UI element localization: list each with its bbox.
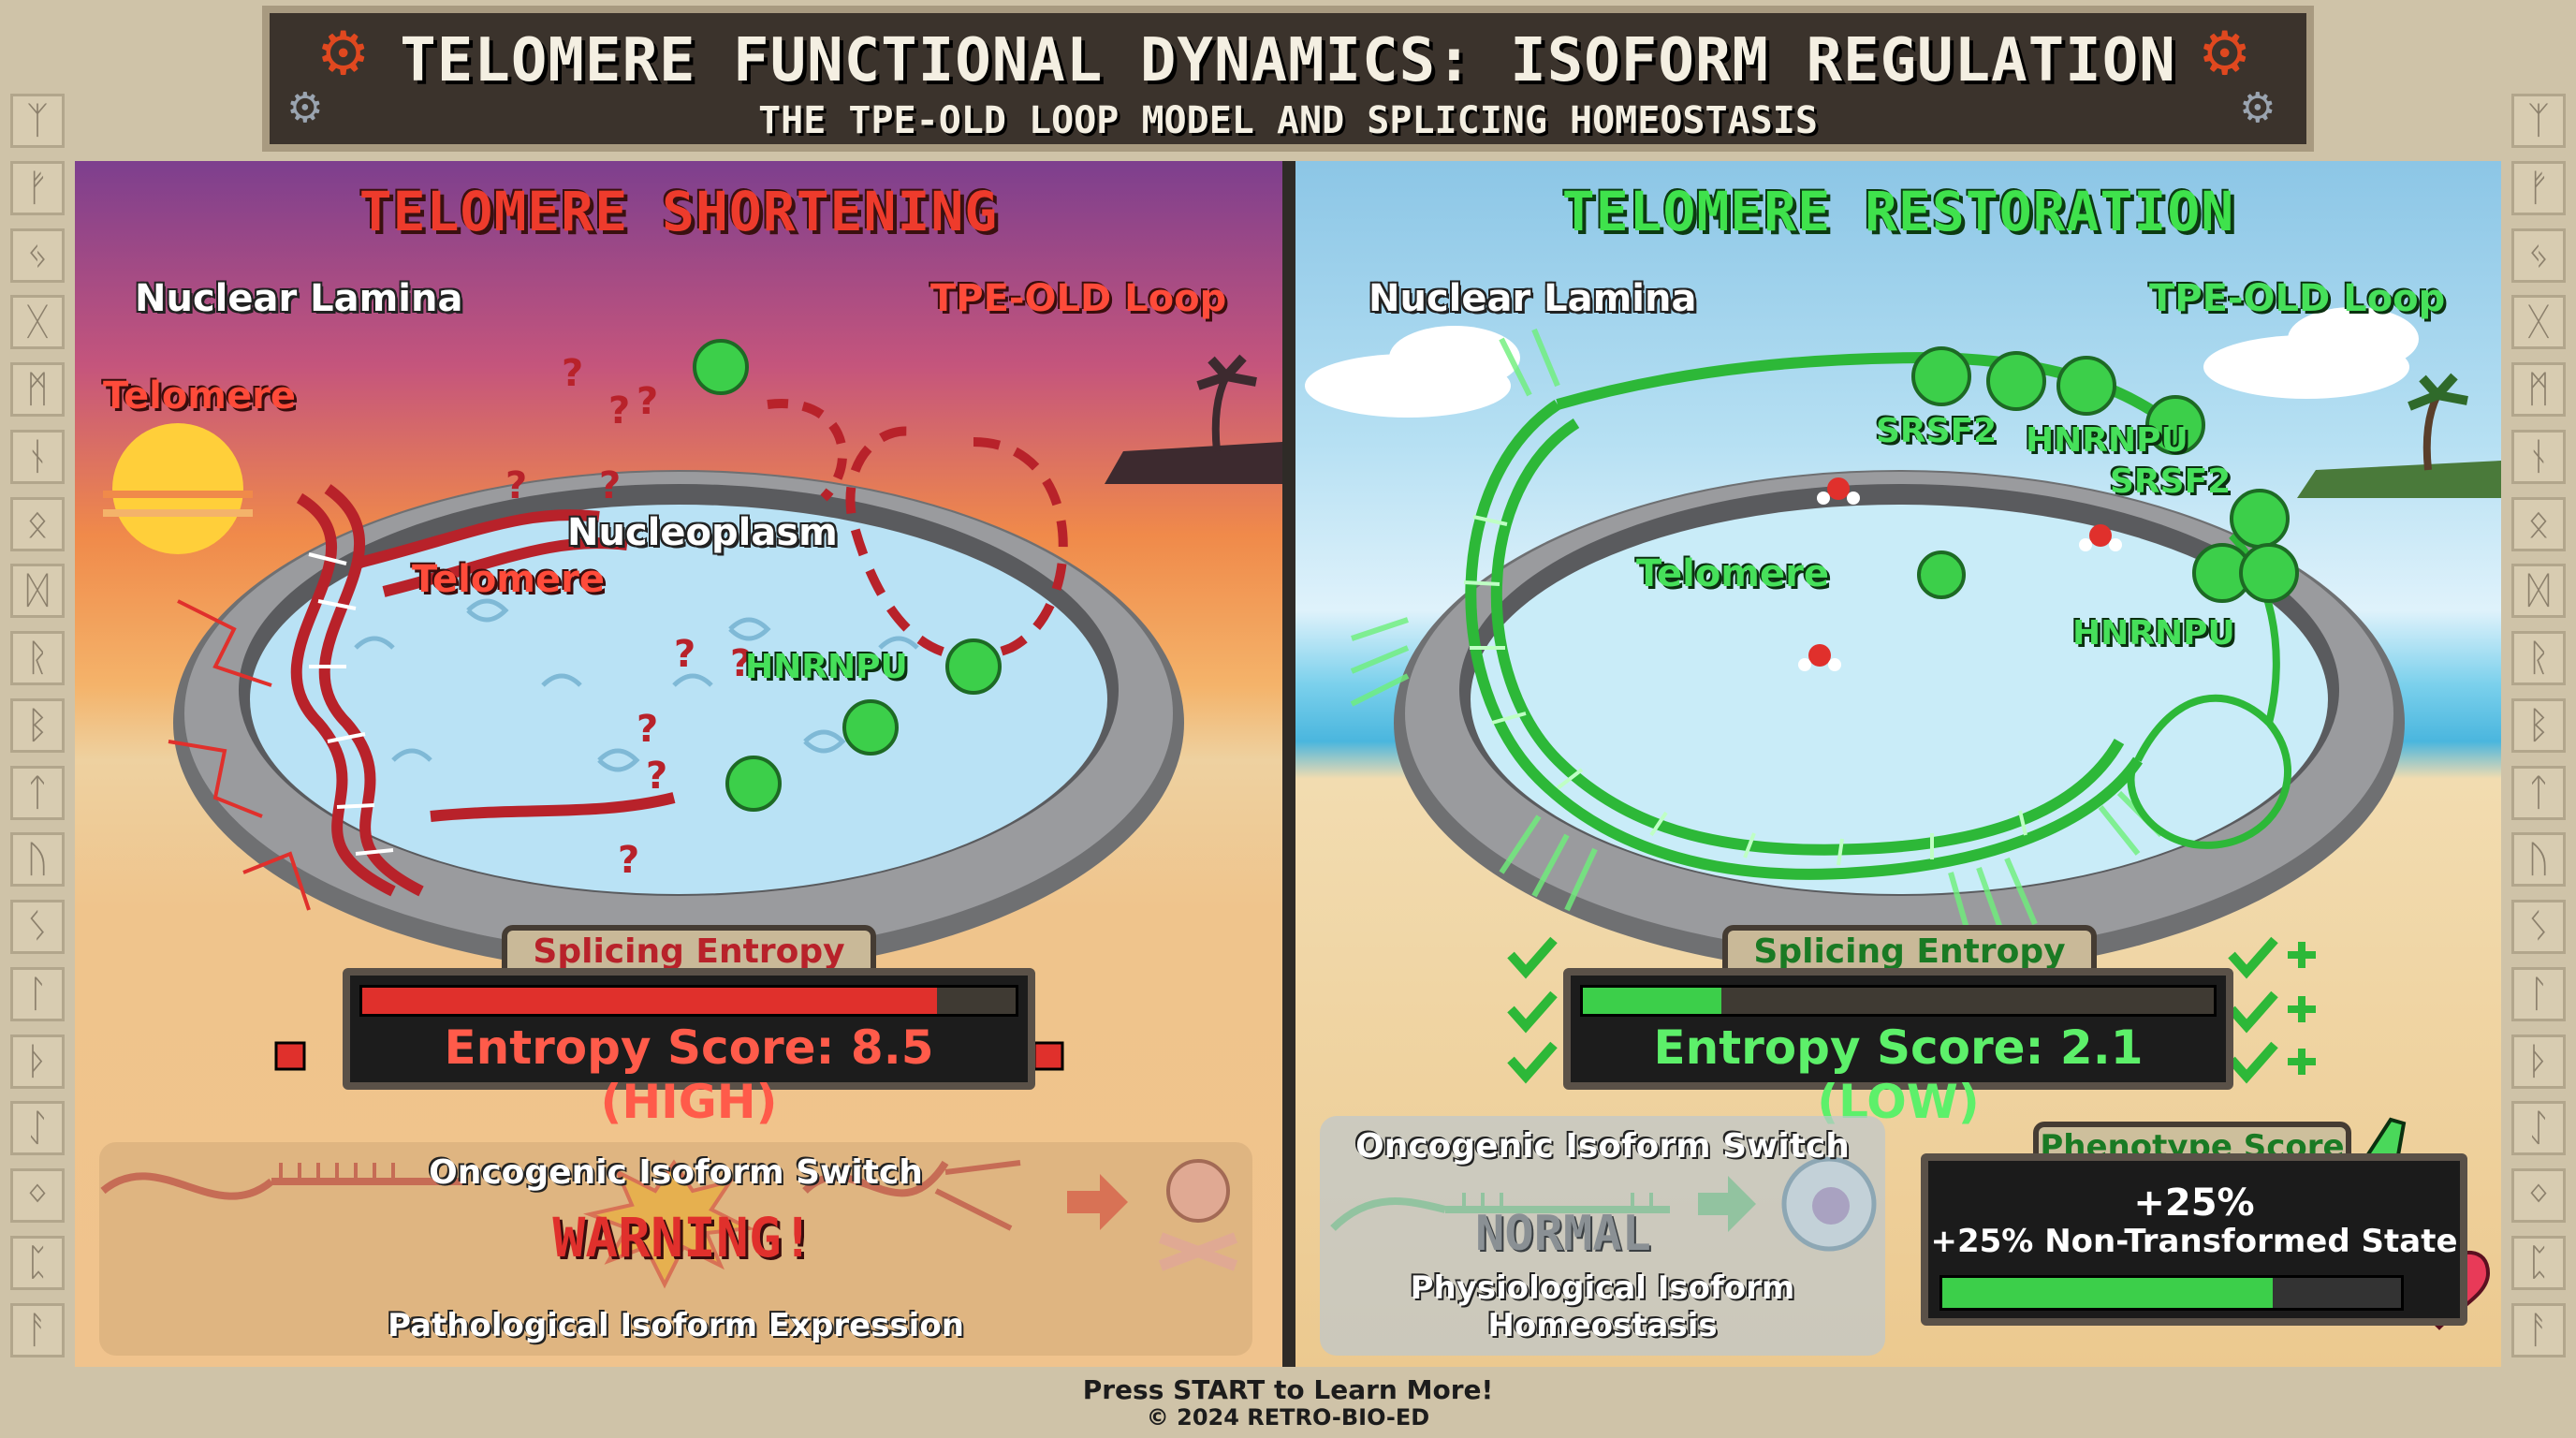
alarm-light-icon: [1032, 1041, 1064, 1071]
phenotype-value: +25%: [2133, 1181, 2255, 1225]
warning-badge: WARNING!: [552, 1206, 814, 1269]
sun-icon: [112, 423, 243, 554]
protein-icon: [725, 756, 782, 812]
telomere-outer-label: Telomere: [103, 374, 296, 418]
nuclear-lamina-label: Nuclear Lamina: [1368, 277, 1697, 320]
shortening-heading: TELOMERE SHORTENING: [359, 180, 999, 243]
nucleoplasm-label: Nucleoplasm: [567, 511, 838, 554]
splicing-entropy-meter: Entropy Score: 2.1 (LOW): [1563, 968, 2233, 1129]
svg-text:?: ?: [637, 380, 658, 423]
hnrnpu-label: HNRNPU: [745, 648, 908, 686]
alarm-light-icon: [274, 1041, 306, 1071]
entropy-bar-track: [359, 985, 1018, 1017]
protein-icon: [2239, 543, 2299, 603]
panel-divider: [1282, 161, 1295, 1367]
protein-icon: [842, 699, 899, 756]
gear-icon: ⚙: [316, 20, 371, 89]
svg-text:?: ?: [599, 464, 621, 507]
entropy-score: Entropy Score: 2.1 (LOW): [1653, 1020, 2144, 1129]
restoration-panel: TELOMERE RESTORATION: [1295, 161, 2501, 1367]
tpe-old-loop-label: TPE-OLD Loop: [2149, 277, 2446, 320]
press-start-prompt[interactable]: Press START to Learn More!: [1082, 1374, 1494, 1405]
pathological-isoform-label: Pathological Isoform Expression: [388, 1307, 964, 1344]
svg-text:?: ?: [505, 464, 527, 507]
gear-icon: ⚙: [2198, 20, 2252, 89]
nuclear-lamina-label: Nuclear Lamina: [135, 277, 463, 320]
protein-icon: [1911, 346, 1971, 406]
protein-icon: [2056, 356, 2116, 416]
page-subtitle: THE TPE-OLD LOOP MODEL AND SPLICING HOME…: [758, 99, 1818, 142]
isoform-switch-title: Oncogenic Isoform Switch: [429, 1153, 923, 1192]
splicing-entropy-tab: Splicing Entropy: [1722, 925, 2097, 976]
svg-text:?: ?: [618, 839, 639, 882]
hnrnpu-label: HNRNPU: [2026, 421, 2188, 460]
svg-text:?: ?: [637, 708, 658, 751]
protein-icon: [2145, 395, 2205, 455]
restoration-heading: TELOMERE RESTORATION: [1561, 180, 2235, 243]
splicing-entropy-tab: Splicing Entropy: [502, 925, 876, 976]
normal-badge: NORMAL: [1475, 1206, 1651, 1262]
srsf2-label-2: SRSF2: [2110, 462, 2232, 501]
protein-icon: [945, 638, 1002, 695]
srsf2-label: SRSF2: [1876, 412, 1998, 450]
svg-text:?: ?: [730, 642, 752, 685]
title-bar: TELOMERE FUNCTIONAL DYNAMICS: ISOFORM RE…: [262, 6, 2314, 152]
svg-text:?: ?: [674, 633, 695, 676]
phenotype-bar-track: [1939, 1275, 2404, 1311]
physiological-isoform-label: Physiological Isoform Homeostasis: [1410, 1269, 1795, 1344]
entropy-score: Entropy Score: 8.5 (HIGH): [444, 1020, 934, 1129]
tpe-old-loop-label: TPE-OLD Loop: [930, 277, 1227, 320]
protein-icon: [693, 339, 749, 395]
svg-text:?: ?: [646, 755, 667, 798]
telomere-label: Telomere: [412, 558, 605, 601]
oncogenic-isoform-box: Oncogenic Isoform Switch WARNING! Pathol…: [99, 1142, 1252, 1356]
phenotype-description: +25% Non-Transformed State: [1930, 1223, 2458, 1260]
gear-icon-small: ⚙: [2239, 84, 2276, 132]
entropy-bar-fill: [362, 988, 938, 1014]
isoform-switch-title: Oncogenic Isoform Switch: [1355, 1127, 1850, 1166]
copyright: © 2024 RETRO-BIO-ED: [1146, 1404, 1430, 1431]
entropy-bar-fill: [1583, 988, 1722, 1014]
protein-icon: [1917, 550, 1966, 599]
phenotype-bar-fill: [1942, 1278, 2273, 1308]
entropy-bar-track: [1580, 985, 2217, 1017]
phenotype-score-panel: +25% +25% Non-Transformed State: [1921, 1153, 2467, 1326]
splicing-entropy-meter: Entropy Score: 8.5 (HIGH): [343, 968, 1035, 1129]
hnrnpu-label-2: HNRNPU: [2072, 614, 2235, 653]
gear-icon-small: ⚙: [286, 84, 324, 132]
protein-icon: [1986, 351, 2046, 411]
protein-icon: [2230, 489, 2290, 549]
svg-text:?: ?: [608, 389, 630, 433]
svg-text:?: ?: [562, 352, 583, 395]
shortening-dish-illustration: ??? ?? ??? ??: [100, 339, 1282, 1289]
page-title: TELOMERE FUNCTIONAL DYNAMICS: ISOFORM RE…: [400, 26, 2176, 95]
telomere-label: Telomere: [1636, 552, 1829, 595]
oncogenic-isoform-box: Oncogenic Isoform Switch NORMAL Physiolo…: [1320, 1116, 1885, 1356]
shortening-panel: TELOMERE SHORTENING: [75, 161, 1282, 1367]
